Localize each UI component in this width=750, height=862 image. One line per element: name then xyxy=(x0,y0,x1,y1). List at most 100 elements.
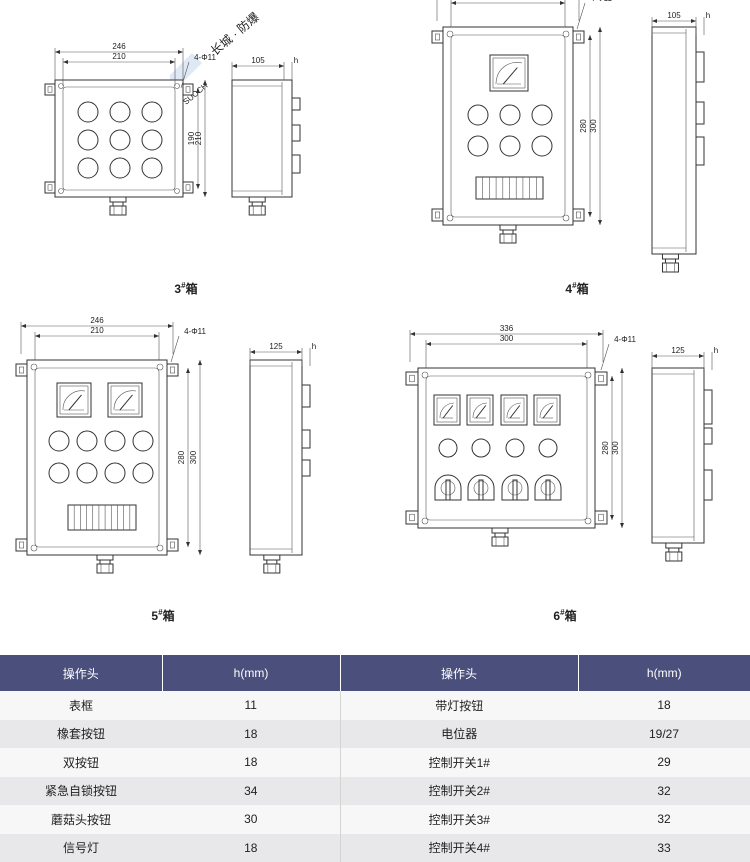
meter-needle xyxy=(502,67,518,85)
col-header-operator: 操作头 xyxy=(0,655,163,691)
mounting-slot xyxy=(409,513,415,522)
dim-h: h xyxy=(312,342,316,351)
pushbutton xyxy=(132,430,154,452)
meter-needle xyxy=(68,394,82,411)
box-caption: 3#箱 xyxy=(174,281,197,296)
pushbutton xyxy=(471,438,491,458)
dim-width-outer: 246 xyxy=(112,42,126,51)
operator-profile xyxy=(703,427,713,445)
side-body xyxy=(651,367,705,544)
cell-h: 32 xyxy=(578,776,750,805)
pushbutton xyxy=(76,430,98,452)
arrow-head xyxy=(178,50,183,54)
cell-h: 19/27 xyxy=(578,719,750,748)
cable-gland xyxy=(491,536,509,547)
cell-operator: 控制开关1# xyxy=(340,748,578,777)
mounting-ear xyxy=(572,30,585,44)
pushbutton xyxy=(141,157,163,179)
cable-gland xyxy=(99,559,111,565)
box-cover xyxy=(34,367,160,548)
cell-h: 29 xyxy=(578,748,750,777)
mounting-hole xyxy=(584,371,592,379)
arrow-head xyxy=(196,88,200,93)
pushbutton xyxy=(499,104,521,126)
dim-holes-note: 4-Φ11 xyxy=(184,327,206,336)
mounting-slot xyxy=(185,184,191,191)
table-row: 紧急自锁按钮 34 控制开关2# 32 xyxy=(0,776,750,805)
mounting-ear xyxy=(166,538,179,552)
pushbutton xyxy=(77,157,99,179)
dim-width-inner: 300 xyxy=(500,334,514,343)
pushbutton xyxy=(104,430,126,452)
dim-h: h xyxy=(294,56,298,65)
box-caption: 5#箱 xyxy=(151,608,174,623)
dim-width-inner: 210 xyxy=(90,326,104,335)
pushbutton xyxy=(104,462,126,484)
mounting-ear xyxy=(405,510,419,525)
mounting-hole xyxy=(421,371,429,379)
arrow-head xyxy=(598,332,603,336)
box-cover xyxy=(62,86,176,191)
arrow-head xyxy=(154,334,159,338)
pushbutton xyxy=(48,430,70,452)
pushbutton xyxy=(141,129,163,151)
cell-operator: 带灯按钮 xyxy=(340,691,578,720)
dim-holes-note: 4-Φ11 xyxy=(194,53,216,62)
dim-height-inner: 280 xyxy=(601,441,610,455)
table-row: 表框 11 带灯按钮 18 xyxy=(0,691,750,720)
meter-frame xyxy=(500,394,528,426)
arrow-head xyxy=(203,192,207,197)
arrow-head xyxy=(250,350,255,354)
dim-width-outer: 246 xyxy=(90,316,104,325)
mounting-ear xyxy=(182,83,194,96)
meter-scale xyxy=(506,402,522,419)
switch-handle xyxy=(545,479,551,501)
leader-line xyxy=(180,61,190,89)
meter-needle xyxy=(509,405,521,419)
meter-needle xyxy=(542,405,554,419)
arrow-head xyxy=(21,324,26,328)
table-header-row: 操作头 h(mm) 操作头 h(mm) xyxy=(0,655,750,691)
pushbutton xyxy=(77,129,99,151)
arrow-head xyxy=(610,515,614,520)
pushbutton xyxy=(531,104,553,126)
leader-line xyxy=(576,2,586,30)
meter-face xyxy=(503,397,525,423)
mounting-ear xyxy=(182,181,194,194)
mounting-hole xyxy=(58,83,64,89)
leader-line xyxy=(170,335,180,363)
side-body xyxy=(231,79,293,198)
meter-frame xyxy=(533,394,561,426)
nameplate-grille xyxy=(67,504,137,531)
arrow-head xyxy=(588,212,592,217)
control-switch xyxy=(434,474,462,501)
mounting-ear xyxy=(15,538,28,552)
mounting-hole xyxy=(30,363,38,371)
operator-profile xyxy=(695,136,705,166)
mounting-ear xyxy=(44,181,56,194)
cable-gland xyxy=(665,542,683,549)
cell-h: 30 xyxy=(162,805,341,834)
operator-profile xyxy=(291,154,301,174)
operator-profile xyxy=(301,384,311,408)
dim-height-inner: 280 xyxy=(579,119,588,133)
arrow-head xyxy=(232,64,237,68)
dim-height-outer: 300 xyxy=(589,119,598,133)
dim-h: h xyxy=(714,346,718,355)
pushbutton xyxy=(109,129,131,151)
mounting-slot xyxy=(598,374,604,383)
mounting-slot xyxy=(47,184,53,191)
arrow-head xyxy=(451,1,456,5)
meter-face xyxy=(469,397,491,423)
table-row: 橡套按钮 18 电位器 19/27 xyxy=(0,719,750,748)
cable-gland xyxy=(664,258,676,264)
control-switch xyxy=(534,474,562,501)
cell-operator: 双按钮 xyxy=(0,748,162,777)
technical-drawing: 长城 · 防爆SUOCH2462104-Φ11190210105h3#箱2261… xyxy=(15,0,718,623)
dim-width-inner: 210 xyxy=(112,52,126,61)
arrow-head xyxy=(691,19,696,23)
arrow-head xyxy=(170,60,175,64)
operator-profile xyxy=(703,389,713,425)
operator-profile xyxy=(695,101,705,125)
